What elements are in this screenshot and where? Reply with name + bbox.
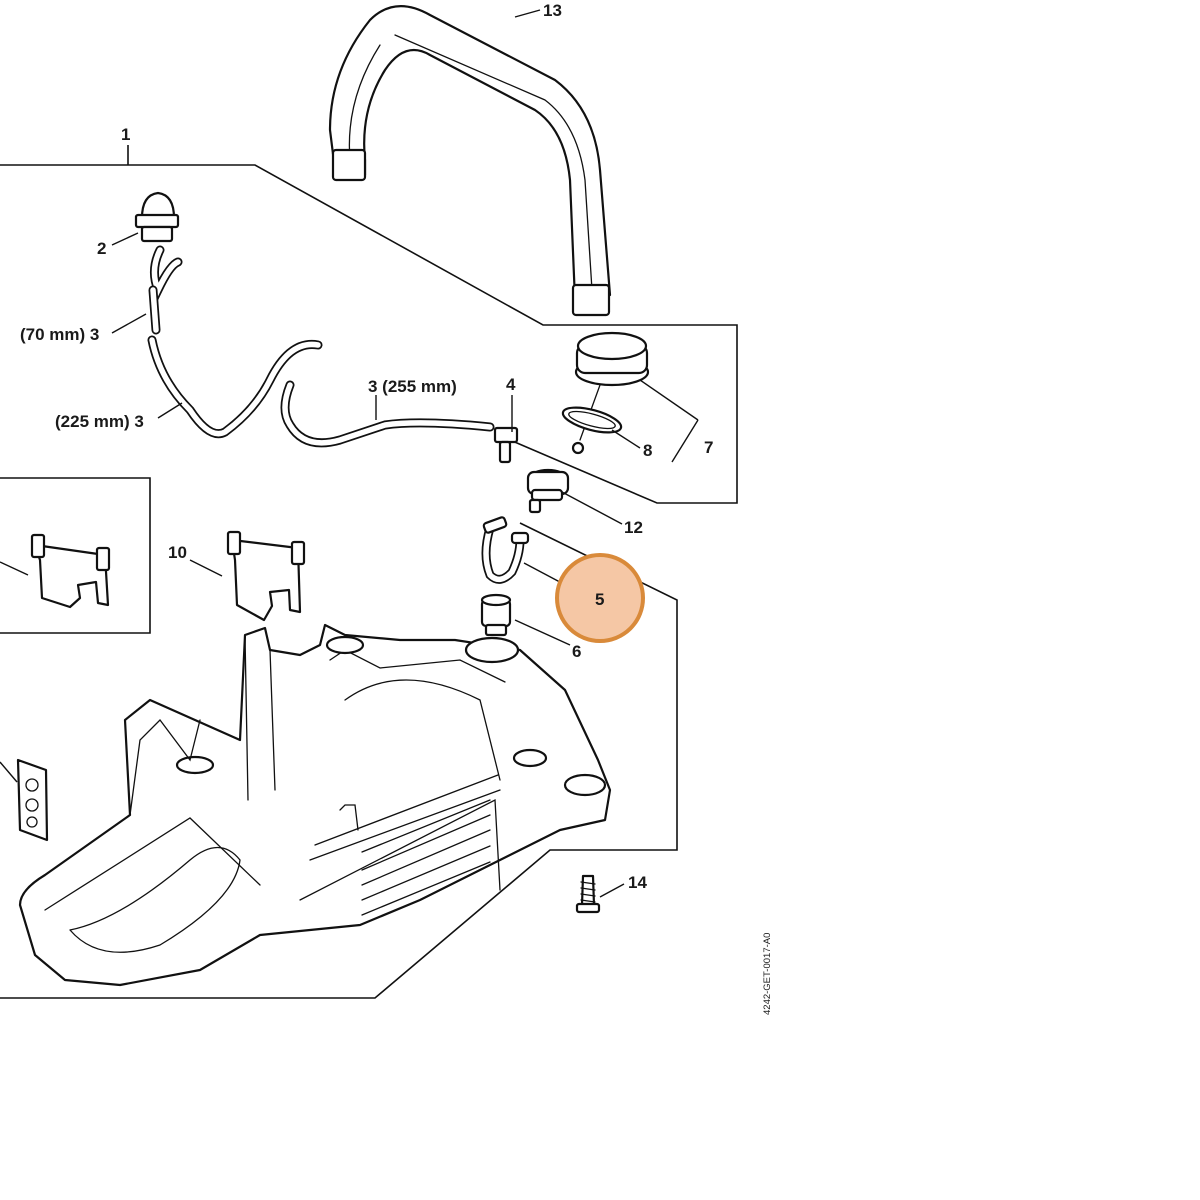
highlight-marker[interactable] (555, 553, 645, 643)
fuel-hoses-part-3[interactable] (147, 245, 495, 448)
elbow-hose-part-5[interactable] (481, 516, 530, 584)
callout-13: 13 (543, 1, 562, 20)
screw-part-14[interactable] (575, 874, 601, 914)
callout-12: 12 (624, 518, 643, 537)
valve-part-6[interactable] (480, 593, 512, 637)
handle-part-13[interactable] (328, 5, 612, 317)
warning-label[interactable] (16, 758, 49, 842)
tank-cap-part-7[interactable] (571, 331, 650, 455)
callout-4: 4 (506, 375, 516, 394)
callout-1: 1 (121, 125, 130, 144)
fuel-filter-part-12[interactable] (526, 468, 570, 514)
callout-3-255mm: 3 (255 mm) (368, 377, 457, 396)
callout-7: 7 (704, 438, 713, 457)
primer-bulb-part-2[interactable] (134, 191, 180, 243)
callout-10: 10 (168, 543, 187, 562)
seal-ring-part-8[interactable] (560, 403, 623, 438)
fitting-part-4[interactable] (493, 426, 519, 464)
drawing-code: 4242-GET-0017-A0 (762, 933, 773, 1015)
callout-3-70mm: (70 mm) 3 (20, 325, 99, 344)
guard-clip-part-10[interactable] (226, 530, 306, 622)
callout-2: 2 (97, 239, 106, 258)
housing-part-1[interactable] (18, 623, 612, 987)
callout-14: 14 (628, 873, 647, 892)
guard-clip-left[interactable] (30, 533, 111, 609)
callout-6: 6 (572, 642, 581, 661)
assembly-frame (0, 145, 738, 999)
callout-8: 8 (643, 441, 652, 460)
callout-5: 5 (595, 590, 604, 609)
callout-3-225mm: (225 mm) 3 (55, 412, 144, 431)
